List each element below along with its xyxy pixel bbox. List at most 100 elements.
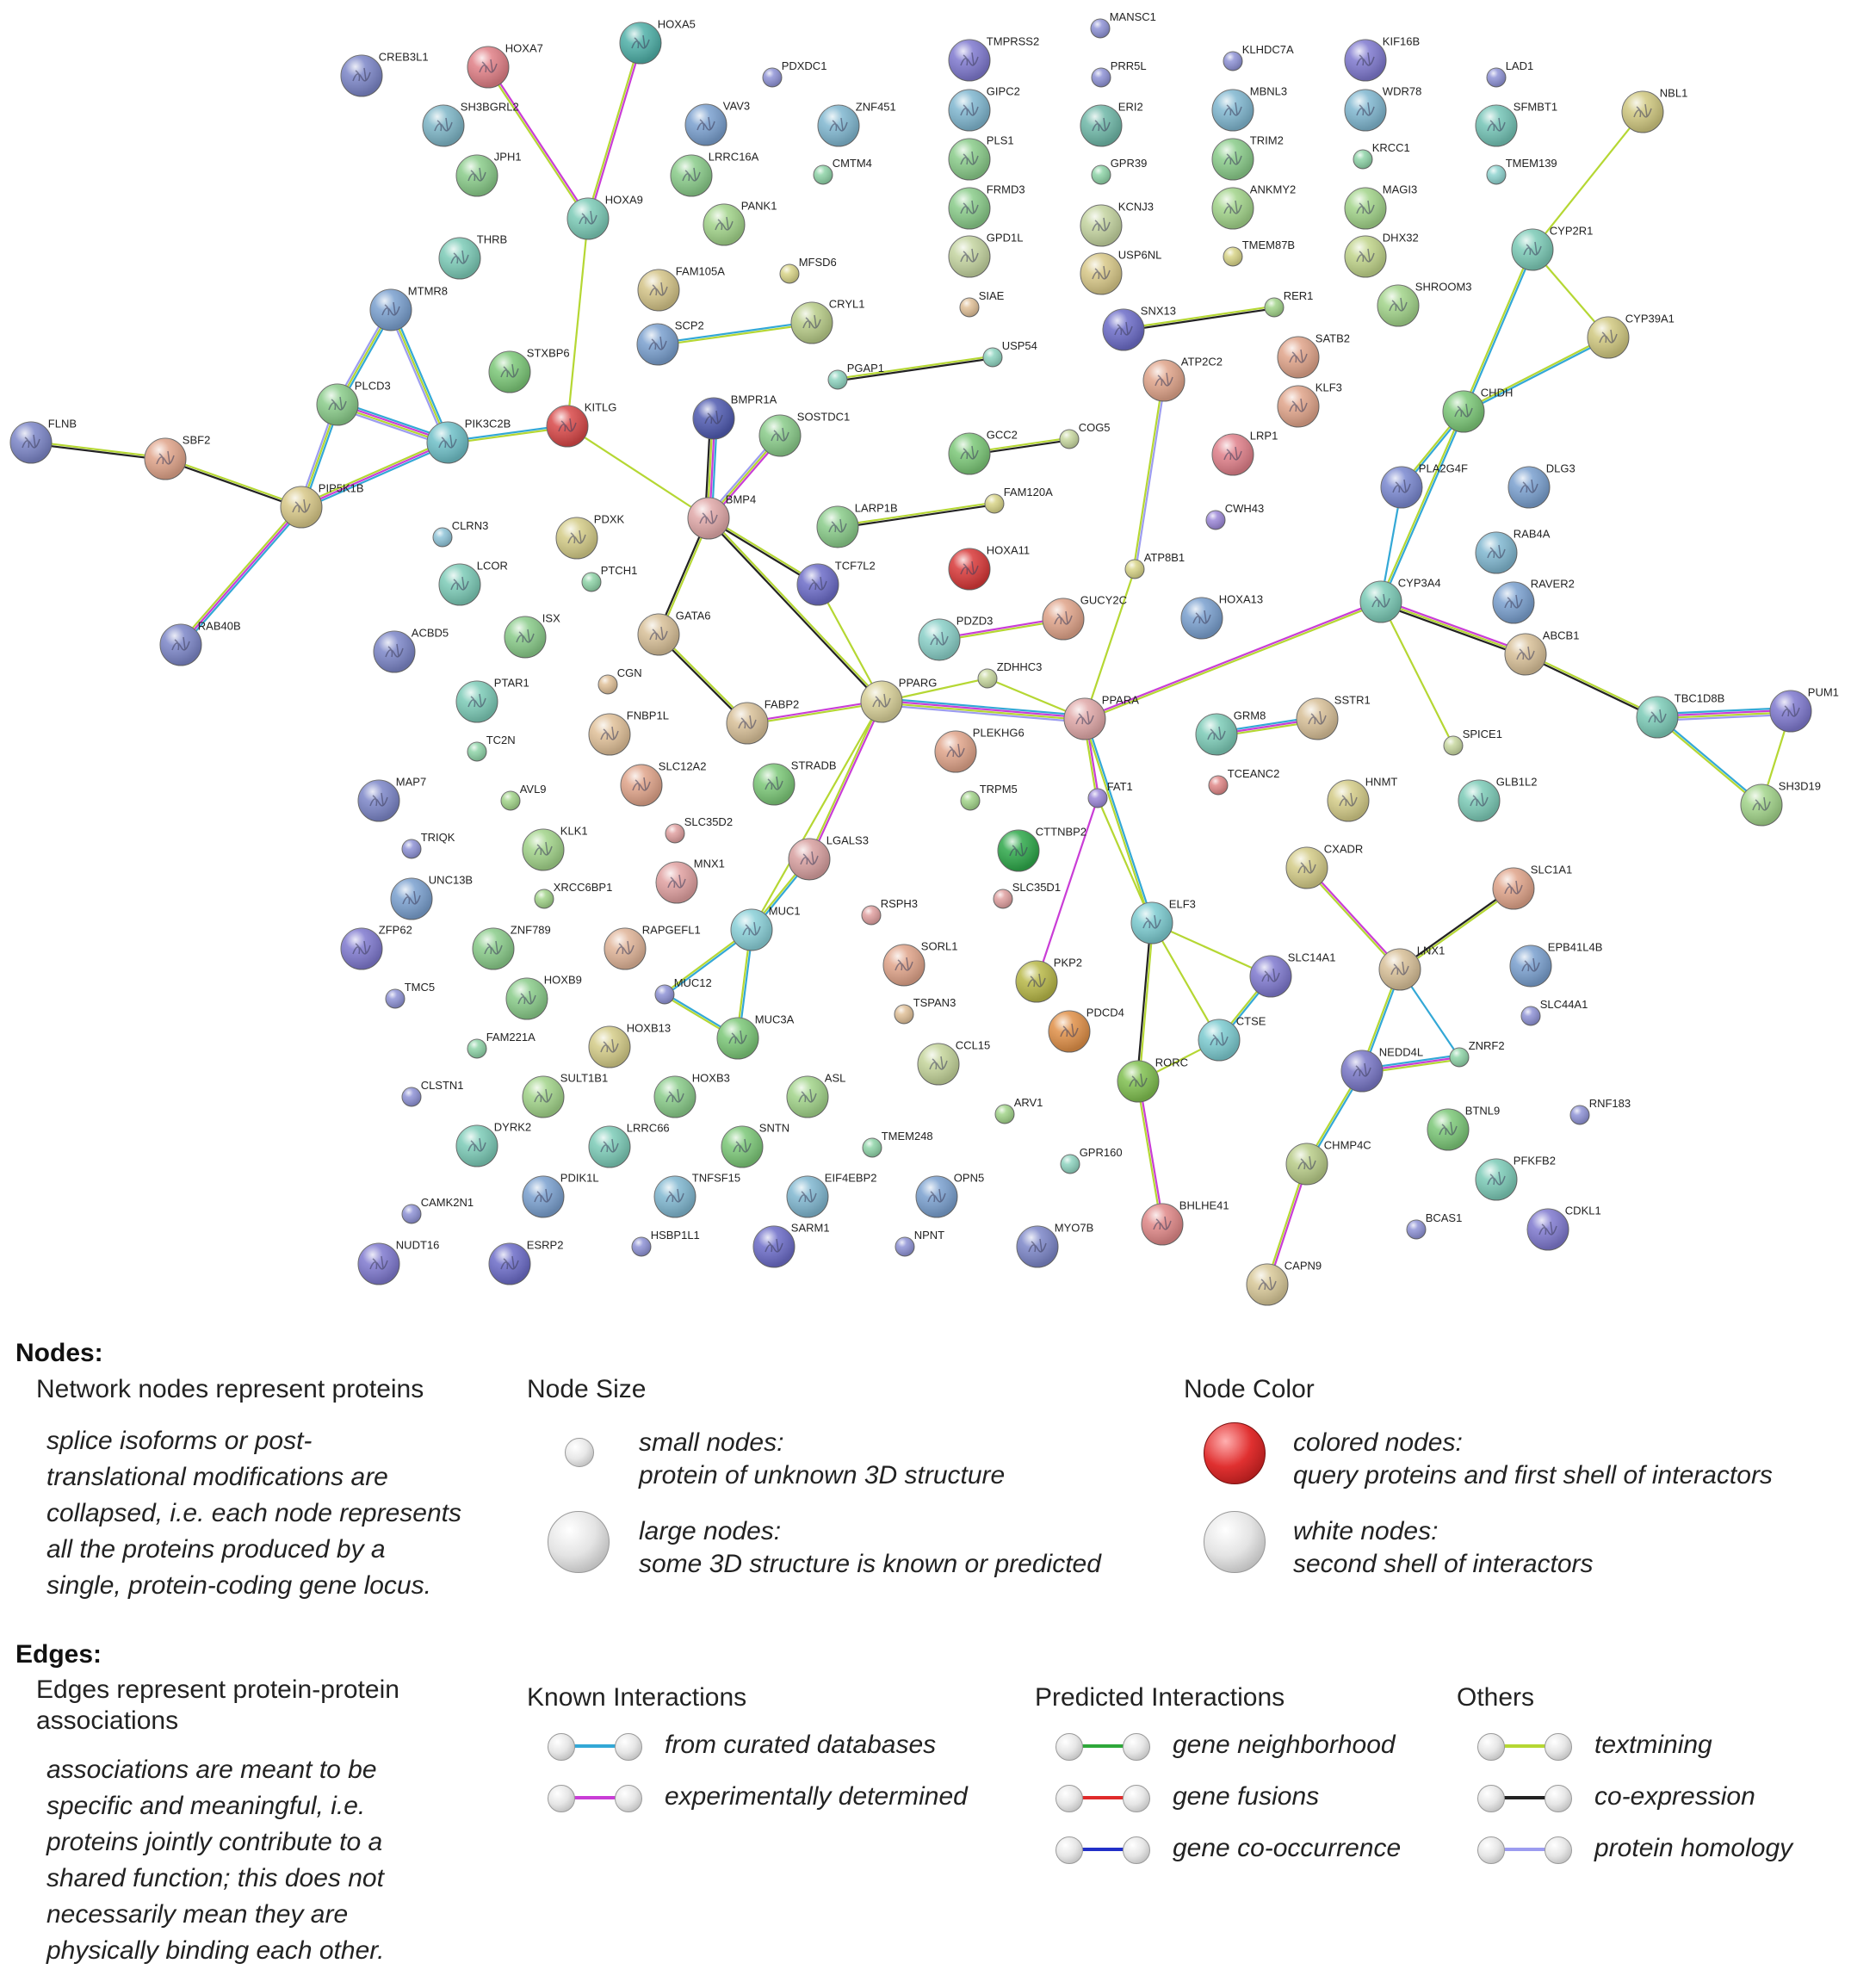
node-SOSTDC1[interactable]: SOSTDC1 [758, 410, 850, 457]
node-PANK1[interactable]: PANK1 [703, 199, 777, 246]
node-CLRN3[interactable]: CLRN3 [432, 519, 488, 548]
node-CCL15[interactable]: CCL15 [917, 1038, 990, 1086]
node-CREB3L1[interactable]: CREB3L1 [340, 50, 429, 97]
node-AVL9[interactable]: AVL9 [500, 783, 547, 811]
node-ASL[interactable]: ASL [786, 1071, 845, 1118]
node-SLC35D1[interactable]: SLC35D1 [993, 881, 1061, 909]
node-TC2N[interactable]: TC2N [467, 734, 516, 762]
node-ANKMY2[interactable]: ANKMY2 [1211, 183, 1296, 230]
node-ATP8B1[interactable]: ATP8B1 [1124, 551, 1185, 579]
node-SLC12A2[interactable]: SLC12A2 [620, 759, 706, 807]
node-PRR5L[interactable]: PRR5L [1091, 59, 1147, 88]
node-MUC1[interactable]: MUC1 [730, 904, 801, 951]
node-SPICE1[interactable]: SPICE1 [1443, 728, 1502, 756]
node-PGAP1[interactable]: PGAP1 [827, 362, 884, 390]
node-MAP7[interactable]: MAP7 [357, 775, 426, 822]
node-PLCD3[interactable]: PLCD3 [316, 379, 391, 426]
node-CHDH[interactable]: CHDH [1442, 386, 1513, 433]
node-EPB41L4B[interactable]: EPB41L4B [1509, 940, 1602, 988]
node-TMEM248[interactable]: TMEM248 [862, 1130, 933, 1158]
node-FRMD3[interactable]: FRMD3 [948, 183, 1025, 230]
node-ZFP62[interactable]: ZFP62 [340, 923, 412, 970]
node-CYP2R1[interactable]: CYP2R1 [1511, 224, 1593, 271]
node-BTNL9[interactable]: BTNL9 [1427, 1104, 1500, 1151]
node-PDXDC1[interactable]: PDXDC1 [762, 59, 826, 88]
node-TRPM5[interactable]: TRPM5 [960, 783, 1018, 811]
node-NEDD4L[interactable]: NEDD4L [1340, 1045, 1423, 1093]
node-MANSC1[interactable]: MANSC1 [1090, 10, 1156, 39]
node-TMEM87B[interactable]: TMEM87B [1223, 238, 1295, 267]
node-LARP1B[interactable]: LARP1B [816, 501, 898, 548]
node-CDKL1[interactable]: CDKL1 [1526, 1204, 1601, 1251]
node-KRCC1[interactable]: KRCC1 [1353, 141, 1410, 170]
node-EIF4EBP2[interactable]: EIF4EBP2 [786, 1171, 877, 1218]
node-PDIK1L[interactable]: PDIK1L [522, 1171, 599, 1218]
node-GCC2[interactable]: GCC2 [948, 428, 1018, 475]
node-GPR39[interactable]: GPR39 [1091, 157, 1147, 185]
node-ISX[interactable]: ISX [504, 611, 560, 659]
node-TCEANC2[interactable]: TCEANC2 [1208, 767, 1279, 796]
node-ZNRF2[interactable]: ZNRF2 [1449, 1039, 1505, 1068]
node-TMC5[interactable]: TMC5 [385, 981, 435, 1009]
node-CAPN9[interactable]: CAPN9 [1246, 1259, 1322, 1306]
node-GATA6[interactable]: GATA6 [637, 609, 711, 656]
node-RAB40B[interactable]: RAB40B [159, 619, 241, 666]
node-ABCB1[interactable]: ABCB1 [1504, 629, 1579, 676]
node-CTSE[interactable]: CTSE [1198, 1014, 1266, 1062]
node-RER1[interactable]: RER1 [1264, 289, 1313, 318]
node-HOXA13[interactable]: HOXA13 [1180, 592, 1263, 640]
node-TSPAN3[interactable]: TSPAN3 [894, 996, 956, 1025]
node-HOXA9[interactable]: HOXA9 [566, 193, 643, 240]
node-GIPC2[interactable]: GIPC2 [948, 84, 1020, 132]
node-SLC35D2[interactable]: SLC35D2 [665, 815, 733, 844]
node-USP54[interactable]: USP54 [982, 339, 1037, 368]
node-MFSD6[interactable]: MFSD6 [779, 256, 837, 284]
node-KITLG[interactable]: KITLG [546, 400, 616, 448]
node-DYRK2[interactable]: DYRK2 [455, 1120, 531, 1167]
node-SLC44A1[interactable]: SLC44A1 [1520, 998, 1588, 1026]
node-THRB[interactable]: THRB [438, 232, 507, 280]
node-FAT1[interactable]: FAT1 [1087, 780, 1133, 808]
node-KCNJ3[interactable]: KCNJ3 [1080, 200, 1154, 247]
node-CWH43[interactable]: CWH43 [1205, 502, 1264, 530]
node-COG5[interactable]: COG5 [1059, 421, 1111, 449]
node-PTCH1[interactable]: PTCH1 [581, 564, 637, 592]
node-FAM120A[interactable]: FAM120A [984, 486, 1053, 514]
node-BCAS1[interactable]: BCAS1 [1406, 1211, 1462, 1240]
node-VAV3[interactable]: VAV3 [684, 99, 750, 146]
node-KIF16B[interactable]: KIF16B [1344, 34, 1420, 82]
node-HNMT[interactable]: HNMT [1327, 775, 1397, 822]
node-TCF7L2[interactable]: TCF7L2 [796, 559, 876, 606]
node-RAVER2[interactable]: RAVER2 [1492, 577, 1575, 624]
node-LNX1[interactable]: LNX1 [1378, 944, 1445, 991]
node-PDCD4[interactable]: PDCD4 [1048, 1006, 1124, 1053]
node-PLS1[interactable]: PLS1 [948, 133, 1014, 181]
node-CGN[interactable]: CGN [597, 666, 642, 695]
node-ARV1[interactable]: ARV1 [994, 1096, 1043, 1124]
node-MBNL3[interactable]: MBNL3 [1211, 84, 1287, 132]
node-FNBP1L[interactable]: FNBP1L [588, 709, 669, 756]
node-ZNF451[interactable]: ZNF451 [817, 100, 896, 147]
node-TBC1D8B[interactable]: TBC1D8B [1636, 691, 1724, 739]
node-LGALS3[interactable]: LGALS3 [788, 833, 869, 881]
node-WDR78[interactable]: WDR78 [1344, 84, 1421, 132]
node-STXBP6[interactable]: STXBP6 [488, 346, 570, 393]
node-CHMP4C[interactable]: CHMP4C [1285, 1138, 1371, 1186]
node-HOXA11[interactable]: HOXA11 [948, 543, 1030, 591]
node-FLNB[interactable]: FLNB [9, 417, 77, 464]
node-ESRP2[interactable]: ESRP2 [488, 1238, 563, 1285]
node-DHX32[interactable]: DHX32 [1344, 231, 1419, 278]
node-LAD1[interactable]: LAD1 [1486, 59, 1533, 88]
node-PKP2[interactable]: PKP2 [1015, 956, 1082, 1003]
node-PDXK[interactable]: PDXK [555, 512, 625, 560]
node-BMP4[interactable]: BMP4 [687, 492, 756, 540]
node-SORL1[interactable]: SORL1 [882, 939, 957, 987]
node-ELF3[interactable]: ELF3 [1130, 897, 1196, 944]
node-MNX1[interactable]: MNX1 [655, 857, 725, 904]
node-PIK3C2B[interactable]: PIK3C2B [426, 417, 511, 464]
node-UNC13B[interactable]: UNC13B [390, 873, 473, 920]
node-SIAE[interactable]: SIAE [959, 289, 1005, 318]
node-SH3D19[interactable]: SH3D19 [1740, 779, 1821, 827]
node-LRP1[interactable]: LRP1 [1211, 429, 1278, 476]
node-PDZD3[interactable]: PDZD3 [918, 614, 993, 661]
